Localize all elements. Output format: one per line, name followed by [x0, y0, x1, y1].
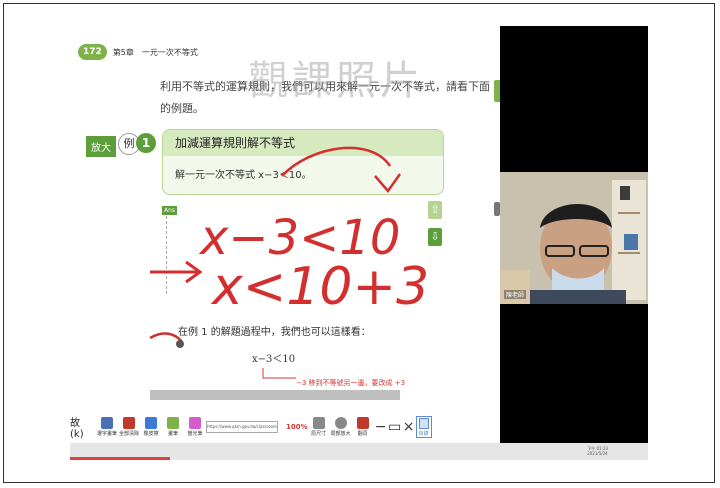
- shared-screen: 172 第5章 一元一次不等式 利用不等式的運算規則，我們可以用來解一元一次不等…: [70, 26, 648, 460]
- directory-icon: [418, 417, 429, 429]
- webcam-feed: 陳老師: [500, 172, 648, 304]
- eraser-icon: [145, 417, 157, 429]
- page-bottom-band: [150, 390, 400, 400]
- example-number: 1: [136, 133, 156, 153]
- note-connector: [262, 368, 296, 379]
- step-equation: x−3＜10: [252, 354, 296, 365]
- participant-name: 陳老師: [504, 290, 527, 299]
- system-tray[interactable]: 下午 01:23 2021/5/24: [587, 446, 608, 456]
- highlighter-icon: [189, 417, 201, 429]
- answer-tag[interactable]: Ans: [162, 206, 178, 215]
- handwriting-line-2: x<10+3: [210, 257, 429, 317]
- original-size-icon: [312, 417, 325, 429]
- panel-resize-handle[interactable]: [494, 202, 500, 216]
- watermark: 觀課照片: [248, 58, 424, 104]
- tool-clear-all[interactable]: 全部清除: [118, 417, 140, 437]
- pen-stroke: [149, 332, 183, 343]
- tool-select-pen[interactable]: 選字畫筆: [96, 417, 118, 437]
- tool-eraser[interactable]: 橡皮擦: [140, 417, 162, 437]
- page-turn-icon: [356, 417, 369, 429]
- example-prompt: 解一元一次不等式 x−3＜10。: [175, 170, 312, 181]
- scroll-up-button[interactable]: ⇧: [428, 201, 442, 219]
- directory-button[interactable]: 目錄: [415, 416, 432, 438]
- example-title: 加減運算規則解不等式: [163, 130, 443, 156]
- pen-icon: [167, 417, 179, 429]
- clear-all-icon: [123, 417, 135, 429]
- minimize-button[interactable]: −: [374, 419, 387, 435]
- annotation-arrowhead: [374, 173, 402, 194]
- chapter-header: 172 第5章 一元一次不等式: [78, 44, 198, 60]
- reader-toolbar: 故 (k) 選字畫筆 全部清除 橡皮擦 畫筆 螢光筆 https://www.q…: [70, 411, 500, 443]
- example-box: 加減運算規則解不等式 解一元一次不等式 x−3＜10。: [162, 129, 444, 195]
- intro-paragraph: 利用不等式的運算規則，我們可以用來解一元一次不等式，請看下面的例題。: [160, 80, 490, 115]
- close-button[interactable]: ×: [402, 419, 415, 435]
- tray-time: 下午 01:23: [587, 446, 608, 451]
- tool-highlighter[interactable]: 螢光筆: [184, 417, 206, 437]
- answer-guide-line: [166, 216, 167, 294]
- restore-button[interactable]: ▭: [388, 419, 402, 435]
- tray-date: 2021/5/24: [587, 451, 608, 456]
- pen-cursor: [176, 340, 184, 348]
- scroll-down-button[interactable]: ⇩: [428, 228, 442, 246]
- annotation-curve: [281, 146, 392, 177]
- handwriting-layer: x−3<10 x<10+3: [149, 146, 429, 379]
- os-taskbar: 下午 01:23 2021/5/24: [70, 443, 648, 460]
- active-app-indicator: [70, 457, 170, 460]
- step-note: −3 移到不等號另一邊，要改成 +3: [296, 379, 406, 387]
- handwriting-line-1: x−3<10: [198, 210, 400, 266]
- magnifier-icon: [334, 417, 347, 429]
- step-explanation: 在例 1 的解題過程中，我們也可以這樣看：: [178, 327, 371, 338]
- tool-pen[interactable]: 畫筆: [162, 417, 184, 437]
- url-field[interactable]: https://www.qkm.gov.tw/classroom/reader: [206, 421, 278, 433]
- teacher-video-image: [500, 172, 648, 304]
- tool-original-size[interactable]: 原尺寸: [308, 417, 330, 437]
- zoom-shortcut-label[interactable]: 故 (k): [70, 418, 84, 440]
- page-number: 172: [78, 44, 107, 60]
- page-marker: [494, 80, 502, 102]
- zoom-percent[interactable]: 100%: [286, 423, 308, 431]
- select-pen-icon: [101, 417, 113, 429]
- chapter-title: 第5章 一元一次不等式: [112, 47, 198, 57]
- tool-page-turn[interactable]: 翻頁: [352, 417, 374, 437]
- handwriting-arrow: [150, 260, 203, 284]
- photo-frame: [3, 3, 715, 483]
- tool-local-zoom[interactable]: 局部放大: [330, 417, 352, 437]
- zoom-button[interactable]: 放大: [86, 136, 116, 157]
- textbook-page: 172 第5章 一元一次不等式 利用不等式的運算規則，我們可以用來解一元一次不等…: [70, 26, 502, 411]
